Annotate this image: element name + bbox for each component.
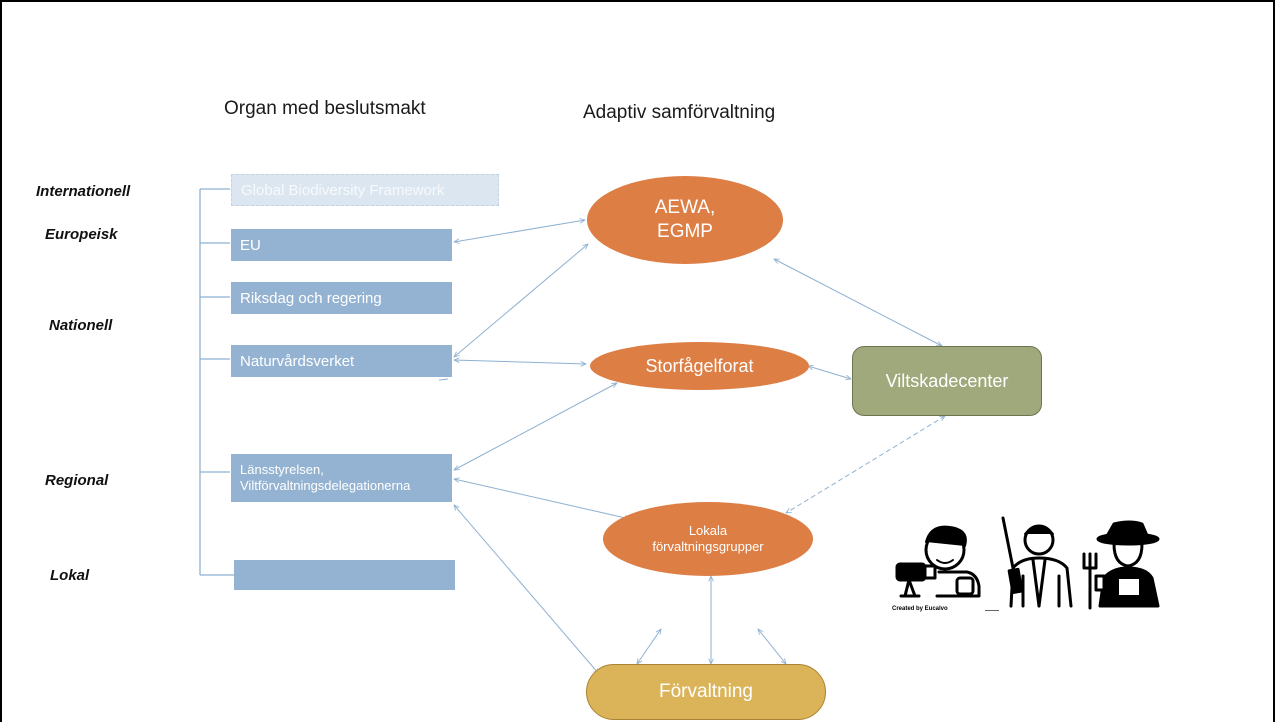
authority-local [234,560,455,590]
arrow-connectors [438,220,945,674]
arrow-naturvard-storfagel [454,360,586,364]
node-aewa-line1: AEWA, [654,197,716,218]
birdwatcher-icon [895,525,981,598]
arrow-forvaltning-right [758,629,786,664]
authority-lansstyrelsen-line1: Länsstyrelsen, [240,462,324,477]
node-viltskadecenter: Viltskadecenter [852,346,1042,416]
hunter-icon [1001,516,1073,608]
level-international: Internationell [36,183,131,200]
arrow-naturvard-aewa [454,244,588,357]
level-european: Europeisk [45,226,118,243]
authority-eu: EU [231,229,452,261]
heading-decision-bodies: Organ med beslutsmakt [224,98,426,119]
level-local: Lokal [50,567,90,584]
level-national: Nationell [49,317,113,334]
authority-naturvard-label: Naturvårdsverket [240,352,355,370]
arrow-viltskade-lokala [786,416,945,513]
authority-riksdag-label: Riksdag och regering [240,289,382,307]
node-lokala-line2: förvaltningsgrupper [652,539,764,554]
arrow-lansstyrelsen-forvaltning [454,505,599,674]
node-aewa-egmp: AEWA, EGMP [587,176,783,264]
authority-riksdag: Riksdag och regering [231,282,452,314]
hierarchy-bracket [199,188,234,576]
arrow-lansstyrelsen-storfagel [454,383,617,470]
node-lokala-text: Lokala förvaltningsgrupper [652,523,763,555]
authority-gbf-label: Global Biodiversity Framework [241,181,445,199]
authority-naturvardsverket: Naturvårdsverket [231,345,452,377]
node-aewa-text: AEWA, EGMP [655,196,716,244]
farmer-icon [1082,520,1160,610]
credit-dash [985,610,999,611]
authority-lansstyrelsen-text: Länsstyrelsen, Viltförvaltningsdelegatio… [240,462,410,494]
node-storfagelforat: Storfågelforat [590,342,809,390]
arrow-aewa-viltskade [774,259,942,346]
node-aewa-line2: EGMP [657,221,713,242]
node-forvaltning-label: Förvaltning [659,681,753,702]
node-viltskadecenter-label: Viltskadecenter [885,370,1009,391]
level-regional: Regional [45,472,109,489]
heading-adaptive-comanagement: Adaptiv samförvaltning [583,102,776,123]
node-lokala-forvaltningsgrupper: Lokala förvaltningsgrupper [603,502,813,576]
authority-lansstyrelsen: Länsstyrelsen, Viltförvaltningsdelegatio… [231,454,452,502]
node-forvaltning: Förvaltning [586,664,826,720]
node-lokala-line1: Lokala [688,523,728,538]
arrow-eu-aewa [454,220,585,242]
icon-credit: Created by Eucalvo [892,606,948,612]
authority-global-biodiversity-framework: Global Biodiversity Framework [231,174,499,206]
arrow-forvaltning-left [637,629,661,664]
node-storfagelforat-label: Storfågelforat [645,355,754,376]
stray-line [438,378,449,381]
arrow-lansstyrelsen-lokala [454,479,630,519]
arrow-storfagel-viltskade [808,366,851,379]
authority-lansstyrelsen-line2: Viltförvaltningsdelegationerna [240,478,411,493]
authority-eu-label: EU [240,236,261,254]
